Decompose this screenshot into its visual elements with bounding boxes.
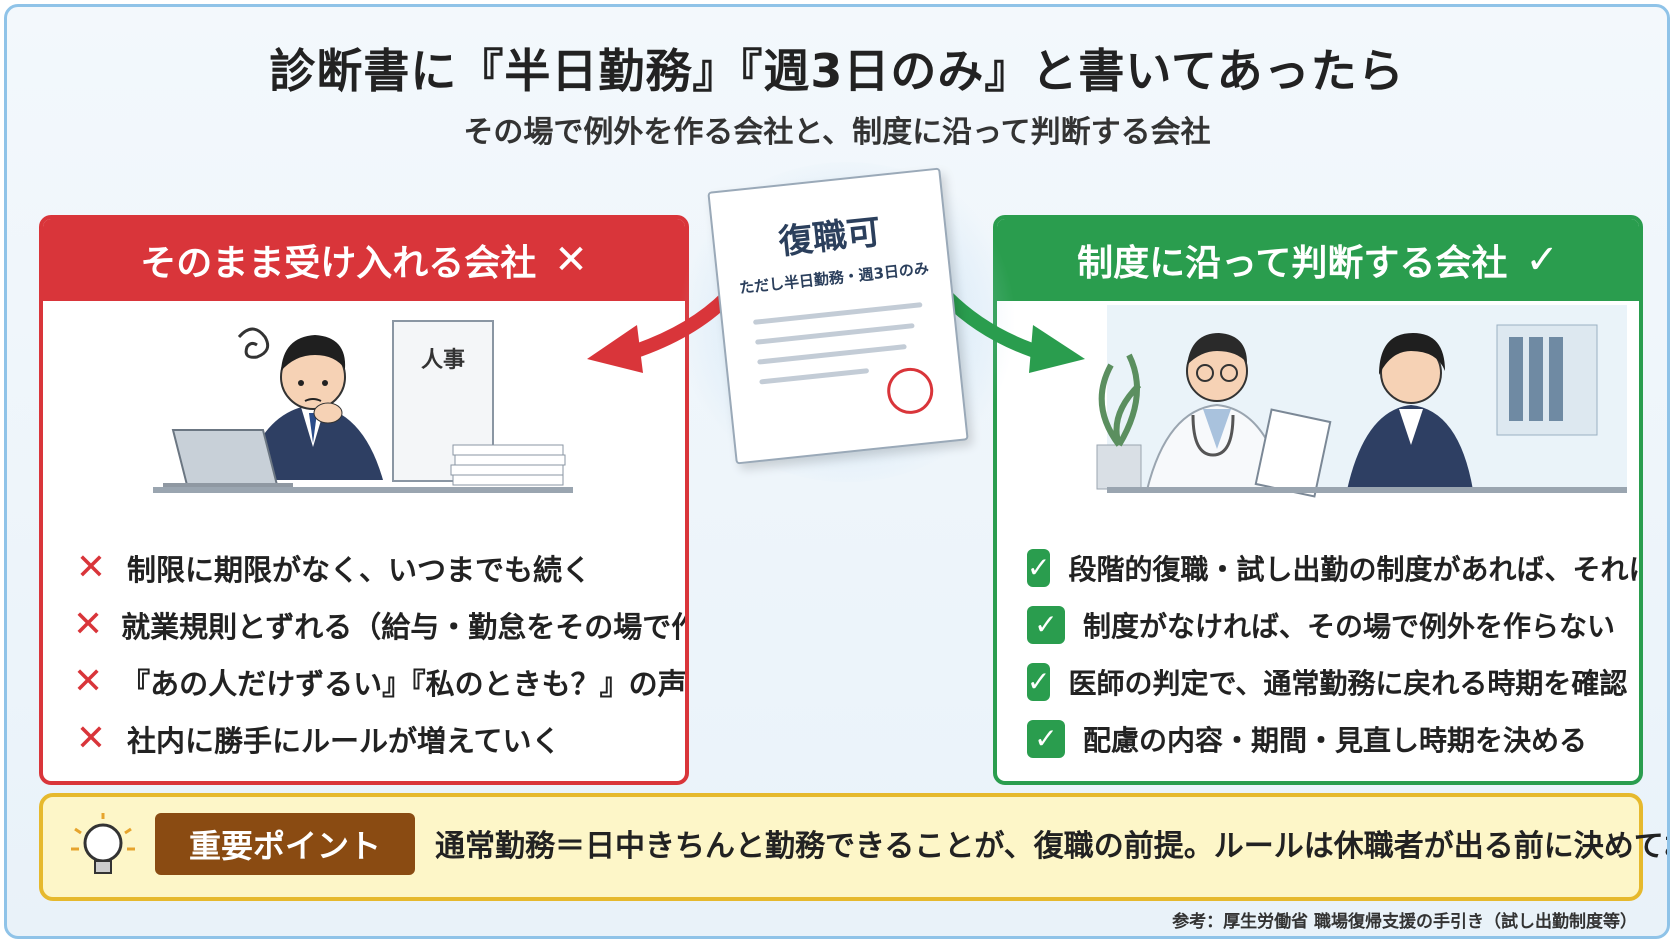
cross-icon: ✕	[75, 547, 107, 588]
cross-icon: ✕	[75, 718, 107, 759]
list-item-text: 制限に期限がなく、いつまでも続く	[127, 552, 592, 587]
list-item: ✓ 段階的復職・試し出勤の制度があれば、それに従う	[1027, 539, 1639, 596]
bad-company-heading: そのまま受け入れる会社 ✕	[43, 219, 685, 301]
list-item: ✕ 就業規則とずれる（給与・勤怠をその場で作る）	[73, 596, 685, 653]
text-line	[755, 323, 915, 345]
source-note: 参考：厚生労働省 職場復帰支援の手引き（試し出勤制度等）	[1172, 912, 1637, 932]
cross-icon: ✕	[73, 661, 104, 702]
stethoscope-icon	[1191, 414, 1235, 457]
cross-icon: ✕	[554, 237, 588, 283]
list-item: ✓ 配慮の内容・期間・見直し時期を決める	[1027, 710, 1627, 767]
page-title: 診断書に『半日勤務』『週3日のみ』と書いてあったら	[269, 44, 1405, 98]
worry-swirl-icon	[237, 327, 270, 359]
text-line	[752, 302, 923, 325]
doctor-consultation-illustration	[1096, 305, 1627, 498]
list-item-text: 『あの人だけずるい』『私のときも？』の声	[121, 666, 687, 701]
checkbox-icon: ✓	[1027, 719, 1065, 758]
bad-company-heading-label: そのまま受け入れる会社	[140, 243, 537, 284]
list-item-text: 医師の判定で、通常勤務に戻れる時期を確認	[1068, 666, 1628, 700]
text-line	[757, 344, 907, 365]
seal-stamp-icon	[884, 365, 936, 417]
text-line	[759, 368, 870, 385]
good-company-policy-list: ✓段階的復職・試し出勤の制度があれば、それに従う ✓制度がなければ、その場で例外…	[1027, 539, 1639, 767]
list-item-text: 段階的復職・試し出勤の制度があれば、それに従う	[1068, 552, 1639, 586]
list-item: ✕ 『あの人だけずるい』『私のときも？』の声	[73, 653, 685, 710]
cabinet-label: 人事	[421, 347, 465, 373]
list-item: ✕ 制限に期限がなく、いつまでも続く	[73, 539, 673, 596]
checkbox-icon: ✓	[1027, 662, 1051, 701]
plant-icon	[1098, 353, 1142, 447]
page-subtitle: その場で例外を作る会社と、制度に沿って判断する会社	[463, 115, 1211, 150]
checkbox-icon: ✓	[1027, 605, 1065, 644]
branch-arrows	[587, 292, 1085, 373]
good-company-heading-label: 制度に沿って判断する会社	[1077, 243, 1508, 284]
checkbox-icon: ✓	[1027, 548, 1051, 587]
key-point-bar: 重要ポイント 通常勤務＝日中きちんと勤務できることが、復職の前提。ルールは休職者…	[39, 793, 1670, 901]
bad-company-issue-list: ✕ 制限に期限がなく、いつまでも続く ✕ 就業規則とずれる（給与・勤怠をその場で作る…	[73, 539, 685, 767]
list-item-text: 配慮の内容・期間・見直し時期を決める	[1083, 723, 1588, 757]
good-company-panel: 制度に沿って判断する会社 ✓	[993, 215, 1643, 785]
list-item-text: 就業規則とずれる（給与・勤怠をその場で作る）	[121, 609, 685, 644]
cross-icon: ✕	[73, 604, 104, 645]
lightbulb-icon	[71, 813, 135, 874]
list-item: ✕ 社内に勝手にルールが増えていく	[73, 710, 673, 767]
list-item: ✓ 制度がなければ、その場で例外を作らない	[1027, 596, 1627, 653]
bad-company-panel: そのまま受け入れる会社 ✕ 人事	[39, 215, 689, 785]
list-item-text: 社内に勝手にルールが増えていく	[127, 723, 561, 758]
key-point-label: 重要ポイント	[155, 813, 415, 875]
key-point-text: 通常勤務＝日中きちんと勤務できることが、復職の前提。ルールは休職者が出る前に決め…	[435, 829, 1670, 864]
list-item: ✓ 医師の判定で、通常勤務に戻れる時期を確認	[1027, 653, 1627, 710]
plant-pot	[1096, 444, 1142, 490]
medical-certificate: 復職可 ただし半日勤務・週3日のみ	[707, 167, 969, 465]
check-icon: ✓	[1525, 237, 1559, 283]
infographic-frame: 診断書に『半日勤務』『週3日のみ』と書いてあったら その場で例外を作る会社と、制…	[4, 4, 1670, 939]
good-company-heading: 制度に沿って判断する会社 ✓	[997, 219, 1639, 301]
worried-hr-illustration: 人事	[153, 320, 573, 493]
laptop-icon	[171, 429, 279, 486]
list-item-text: 制度がなければ、その場で例外を作らない	[1083, 609, 1616, 643]
